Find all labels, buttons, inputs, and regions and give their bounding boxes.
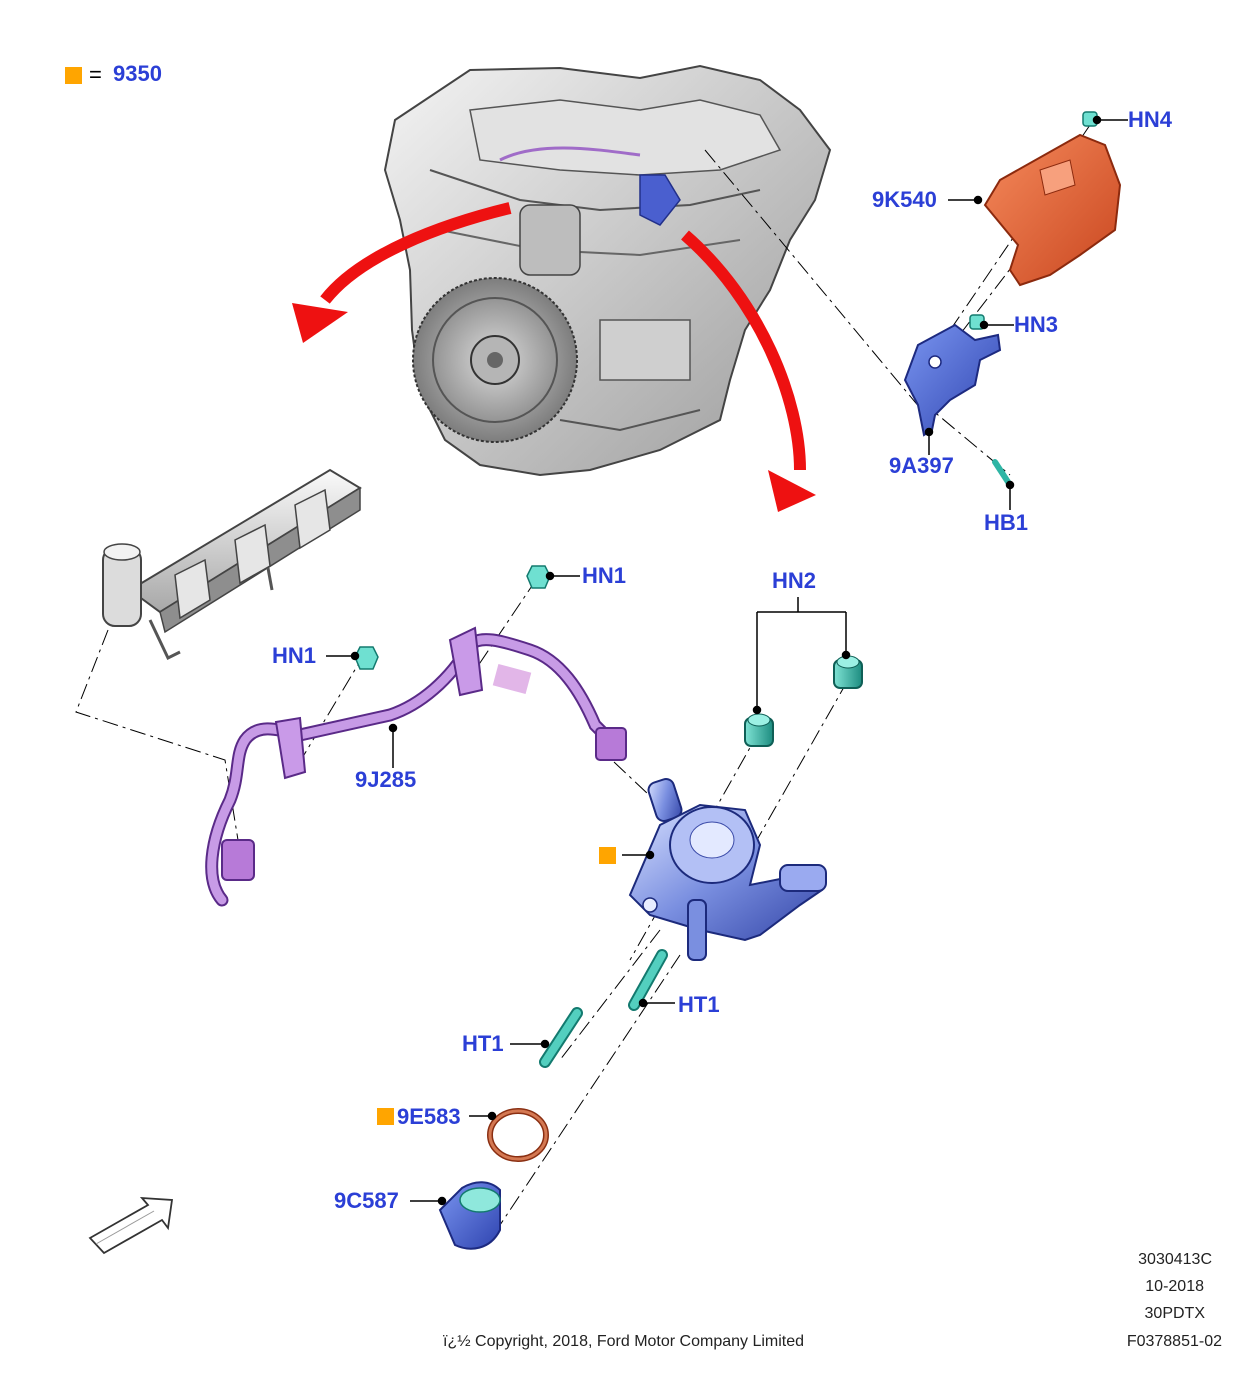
callout-9j285: 9J285 (355, 767, 417, 792)
o-ring-marker-square (377, 1108, 394, 1125)
heat-shield-part (983, 133, 1122, 287)
direction-arrow-left (292, 202, 512, 343)
front-orientation-arrow (88, 1196, 174, 1255)
o-ring-part (487, 1108, 549, 1162)
callout-hn1-left: HN1 (272, 643, 317, 668)
nut-hn2-b (833, 655, 863, 689)
fuel-pump-part (628, 778, 827, 961)
stud-ht1-left (539, 1007, 583, 1068)
callout-9e583: 9E583 (397, 1104, 461, 1129)
leader-lines (326, 115, 1128, 1206)
legend-part-number: 9350 (113, 61, 162, 86)
callout-ht1-left: HT1 (462, 1031, 504, 1056)
callout-hn1-top: HN1 (582, 563, 627, 588)
legend-equals: = (89, 62, 102, 87)
callout-9c587: 9C587 (334, 1188, 399, 1213)
bolt-hb1 (992, 459, 1013, 488)
pump-marker-square (599, 847, 616, 864)
nut-hn1-top (526, 565, 551, 589)
callout-hn4: HN4 (1128, 107, 1173, 132)
callout-hb1: HB1 (984, 510, 1029, 535)
copyright-notice: ï¿½ Copyright, 2018, Ford Motor Company … (443, 1333, 805, 1350)
direction-arrow-down (681, 230, 816, 512)
bracket-part (903, 323, 1002, 437)
callout-9a397: 9A397 (889, 453, 954, 478)
drawing-code: 3030413C (1138, 1251, 1212, 1268)
callout-9k540: 9K540 (872, 187, 937, 212)
engine-assembly (383, 64, 832, 477)
tappet-part (438, 1181, 501, 1250)
callout-hn2: HN2 (772, 568, 817, 593)
callout-hn3: HN3 (1014, 312, 1059, 337)
nut-hn2-a (744, 713, 774, 747)
fuel-rail (102, 468, 362, 661)
drawing-model: 30PDTX (1144, 1305, 1205, 1322)
stud-ht1-right (628, 949, 668, 1011)
figure-id: F0378851-02 (1126, 1333, 1222, 1350)
fuel-line-part (205, 626, 627, 907)
drawing-date: 10-2018 (1145, 1278, 1204, 1295)
callout-ht1-right: HT1 (678, 992, 720, 1017)
legend-marker-square (65, 67, 82, 84)
